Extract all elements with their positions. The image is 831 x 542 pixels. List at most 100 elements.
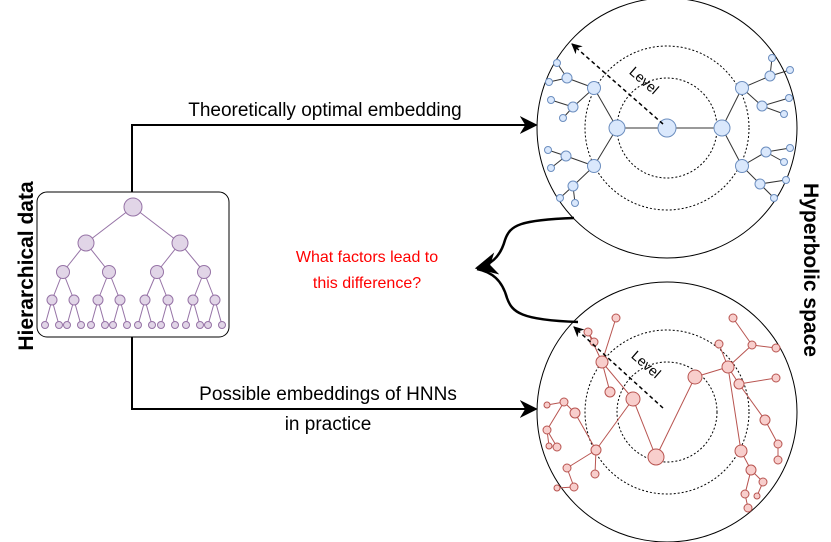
embedded-graph-node (753, 492, 761, 500)
embedded-tree-optimal (544, 54, 794, 207)
tree-node (196, 321, 204, 329)
embedded-leaf-node (547, 164, 555, 172)
tree-node (68, 294, 80, 306)
tree-node (162, 294, 174, 306)
embedded-graph-node (542, 425, 552, 435)
tree-node (77, 234, 95, 252)
embedded-graph-node (687, 369, 703, 385)
poincare-disk-optimal: Level (536, 0, 798, 259)
practice-embedding-label-line1: Possible embeddings of HNNs (199, 384, 457, 405)
difference-arrow-bottom (476, 267, 579, 324)
embedded-leaf-node (785, 94, 793, 102)
graph-edge (655, 376, 696, 458)
tree-edge (132, 206, 181, 244)
tree-node (123, 321, 131, 329)
practice-embedding-arrow (131, 337, 538, 418)
embedded-graph-node (559, 397, 569, 407)
embedded-node (735, 81, 749, 95)
embedded-graph-node (773, 439, 783, 449)
practice-embedding-label-line2: in practice (285, 414, 372, 435)
tree-node (41, 321, 49, 329)
difference-arrow-top (474, 216, 575, 275)
embedded-node (756, 100, 768, 112)
embedded-node (567, 101, 579, 113)
embedded-node (764, 70, 776, 82)
embedded-node (608, 119, 626, 137)
tree-node (187, 294, 199, 306)
embedded-leaf-node (545, 78, 553, 86)
embedded-graph-node (728, 313, 738, 323)
tree-node (209, 294, 221, 306)
embedded-graph-node (743, 503, 753, 513)
embedded-graph-node (747, 340, 757, 350)
graph-edge (738, 377, 777, 385)
embedded-node (735, 159, 749, 173)
embedded-graph-node (714, 339, 724, 349)
embedded-node (587, 81, 601, 95)
embedded-node (561, 72, 573, 84)
embedded-node (560, 150, 572, 162)
embedded-graph-node (590, 469, 600, 479)
graph-edge (546, 401, 565, 431)
poincare-disk-practice: Level (536, 281, 798, 542)
tree-node (77, 321, 85, 329)
tree-node (171, 234, 189, 252)
embedded-graph-node (545, 442, 553, 450)
tree-node (92, 294, 104, 306)
disk-boundary-bottom (536, 281, 798, 542)
embedded-node (587, 159, 601, 173)
graph-edge (732, 317, 753, 346)
graph-edge (727, 366, 742, 452)
tree-node (171, 321, 179, 329)
embedded-graph-node (562, 463, 572, 473)
embedded-graph-node (733, 378, 745, 390)
embedded-leaf-node (780, 110, 788, 118)
level-circle-bottom-outer (584, 329, 750, 495)
tree-node (148, 321, 156, 329)
level-circle-bottom-inner (616, 361, 718, 463)
graph-edge (595, 398, 634, 451)
embedded-leaf-node (782, 176, 790, 184)
embedded-leaf-node (544, 146, 552, 154)
question-line2: this difference? (313, 275, 421, 292)
embedded-node (760, 146, 772, 158)
hyperbolic-space-label: Hyperbolic space (799, 183, 822, 357)
embedded-graph-node (647, 448, 665, 466)
embedded-graph-node (740, 489, 750, 499)
tree-node (46, 294, 58, 306)
level-arrow-bottom (573, 326, 664, 409)
embedded-graph-node (771, 373, 781, 383)
tree-node (101, 321, 109, 329)
embedded-node (713, 119, 731, 137)
embedded-leaf-node (780, 158, 788, 166)
embedded-leaf-node (768, 54, 776, 62)
embedded-graph-node (759, 414, 771, 426)
embedded-graph-node (604, 386, 616, 398)
tree-node (109, 321, 117, 329)
tree-node (114, 294, 126, 306)
tree-node (56, 265, 70, 279)
tree-node (218, 321, 226, 329)
graph-edge (601, 361, 634, 400)
embedded-graph-node (745, 464, 757, 476)
embedded-leaf-node (553, 59, 561, 67)
embedded-graph-node (552, 442, 562, 452)
embedded-graph-node (543, 401, 551, 409)
embedded-node (567, 180, 579, 192)
optimal-embedding-label: Theoretically optimal embedding (188, 100, 462, 121)
embedded-leaf-node (547, 96, 555, 104)
tree-node (63, 321, 71, 329)
level-circle-top-outer (584, 45, 750, 211)
hierarchical-data-label: Hierarchical data (15, 181, 38, 351)
embedded-leaf-node (571, 199, 579, 207)
tree-node (123, 197, 143, 217)
embedded-graph-node (734, 444, 748, 458)
embedded-leaf-node (786, 144, 794, 152)
embedded-graph-node (595, 355, 609, 369)
hierarchical-tree-icon (41, 197, 226, 329)
tree-edge (85, 206, 134, 244)
embedded-leaf-node (786, 66, 794, 74)
embedded-graph-node (583, 327, 593, 337)
optimal-embedding-arrow (131, 116, 538, 192)
